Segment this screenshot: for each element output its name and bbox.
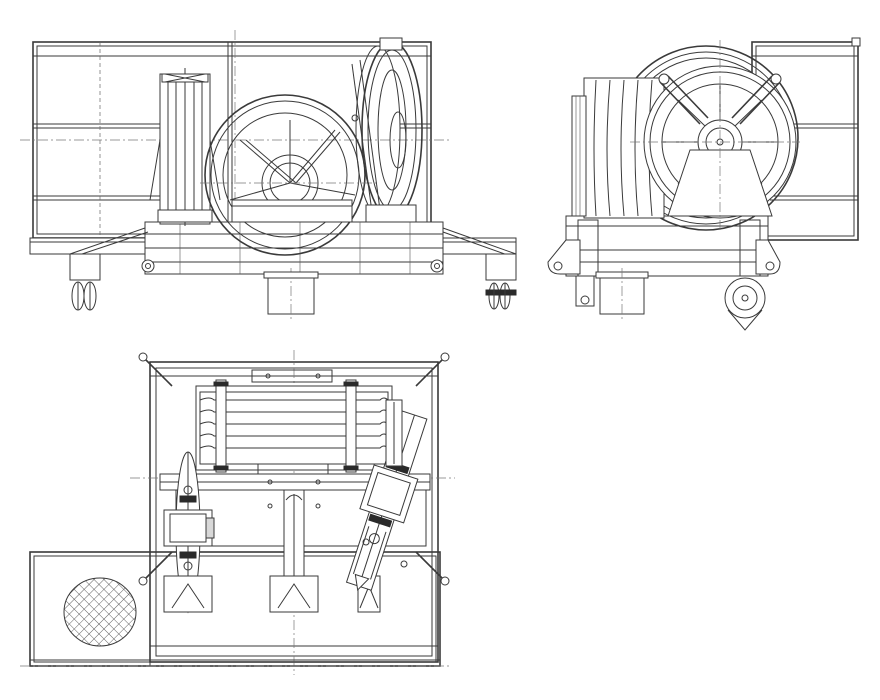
plan-spooling-sheave [345,399,428,592]
side-vertical-sheave [149,68,221,226]
end-trolley-wheel [724,275,766,331]
side-spooling-sheave [351,37,423,223]
plan-center-sheaves [269,489,381,613]
plan-drum [195,369,393,475]
side-elevation-view [20,30,517,320]
end-base [547,215,781,320]
mesh-grating [63,577,137,647]
end-elevation-view [547,37,861,331]
side-drum-wheel [200,94,380,256]
plan-platform [20,551,450,667]
plan-view [20,350,455,675]
end-spoked-wheel [630,40,800,230]
plan-left-sheave [163,451,215,614]
side-base-skid [29,221,517,320]
side-end-sheaves [71,281,517,311]
